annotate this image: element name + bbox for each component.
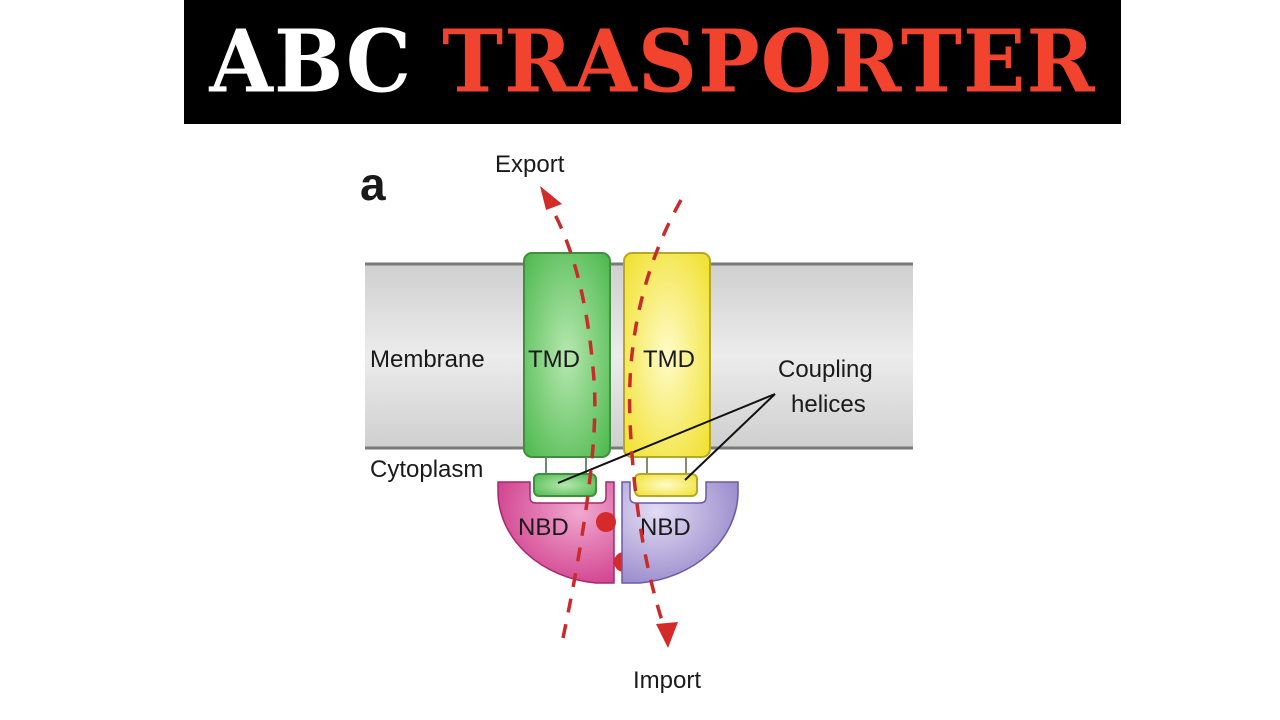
nbd-left-label: NBD [518,514,569,541]
title-banner: ABC TRASPORTER [184,0,1121,124]
cytoplasm-label: Cytoplasm [370,456,483,483]
membrane-label: Membrane [370,346,485,373]
export-arrow [543,196,597,639]
nbd-right [621,481,739,584]
title-abc: ABC [209,11,413,113]
coupling-helices-label-line1: Coupling [778,356,873,383]
coupling-helices-pointers [557,393,776,484]
export-arrowhead-icon [540,186,562,210]
nbd-right-label: NBD [640,514,691,541]
tmd-left [523,252,611,497]
coupling-helices-label-line2: helices [791,391,866,418]
tmd-right-label: TMD [643,346,695,373]
import-arrowhead-icon [656,622,678,648]
panel-label: a [360,158,386,210]
title-transporter: TRASPORTER [442,11,1096,113]
import-label: Import [633,667,701,694]
tmd-left-label: TMD [528,346,580,373]
tmd-right [623,252,711,497]
export-label: Export [495,151,565,178]
